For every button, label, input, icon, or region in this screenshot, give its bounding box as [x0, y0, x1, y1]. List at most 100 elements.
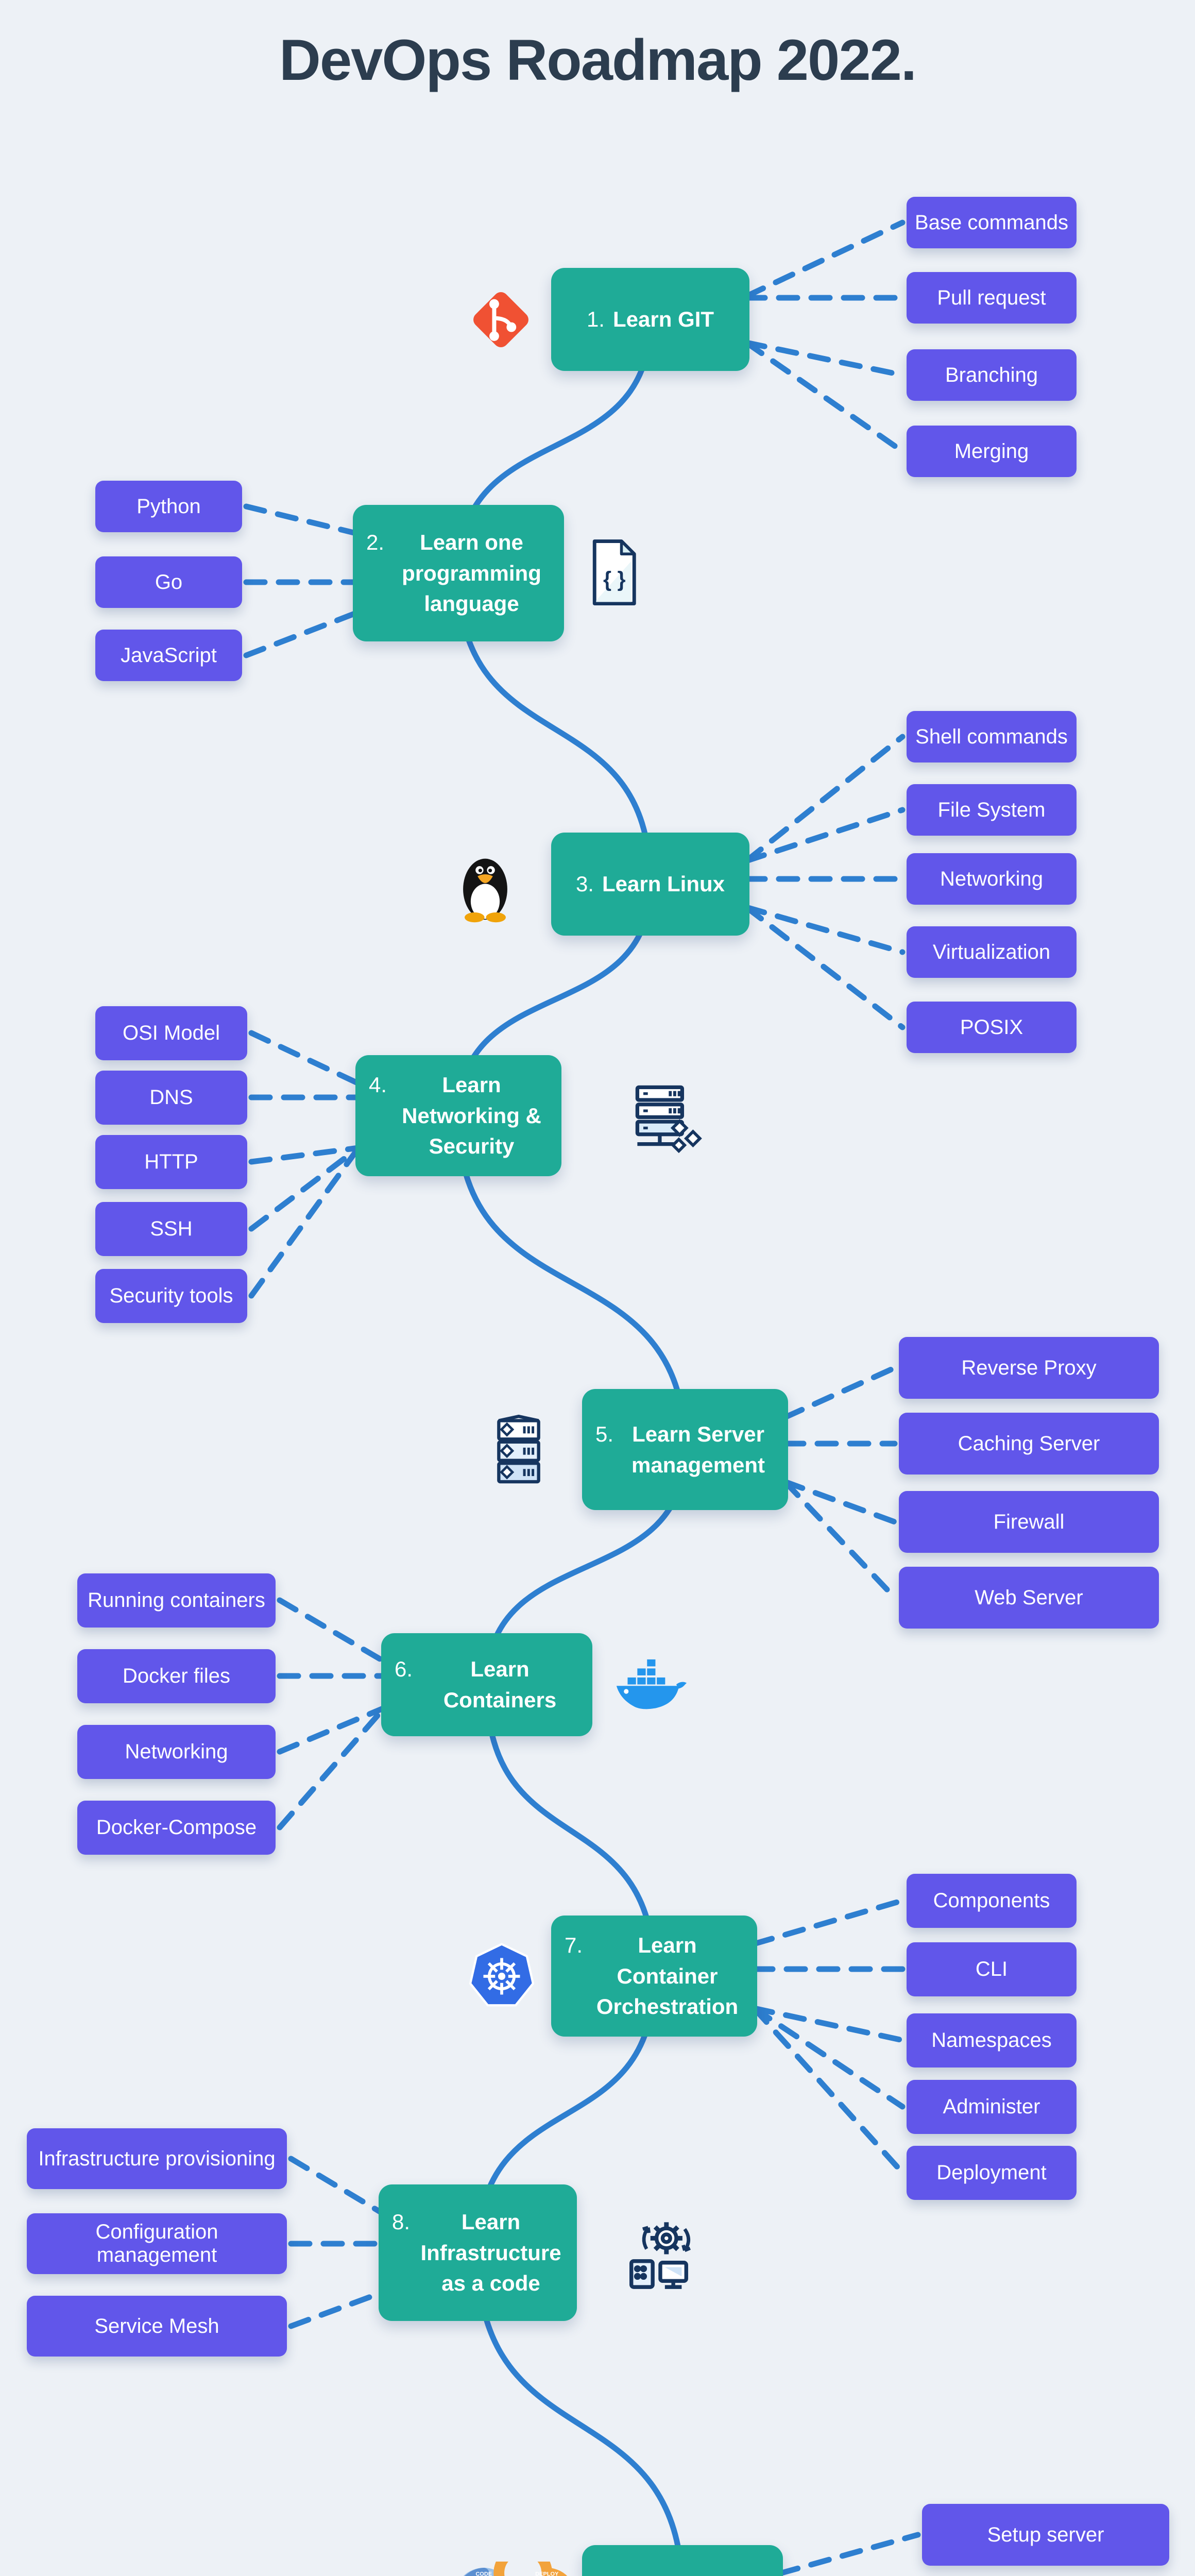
topic-connector [248, 1145, 362, 1299]
topic-connector [751, 2005, 906, 2110]
kubernetes-icon [465, 1940, 538, 2013]
roadmap-node-5: 5. Learn Server management [582, 1389, 788, 1510]
topic-card: Branching [907, 349, 1077, 401]
topic-card: Firewall [899, 1491, 1159, 1553]
topic-card: Running containers [77, 1573, 276, 1628]
network-server-icon [628, 1078, 703, 1153]
topic-connector [743, 904, 906, 955]
git-icon [464, 282, 538, 357]
page-title: DevOps Roadmap 2022. [279, 28, 917, 92]
topic-connector [277, 1705, 387, 1755]
topic-card: Base commands [907, 197, 1077, 248]
topic-card: Virtualization [907, 926, 1077, 978]
topic-connector [243, 503, 359, 536]
topic-connector [751, 1897, 906, 1947]
roadmap-node-6: 6. Learn Containers [381, 1633, 592, 1736]
roadmap-node-8: 8. Learn Infrastructure as a code [379, 2184, 577, 2321]
topic-connector [248, 1145, 362, 1232]
topic-card: Networking [77, 1724, 276, 1779]
roadmap-node-4: 4.Learn Networking & Security [355, 1055, 561, 1176]
topic-card: Web Server [899, 1567, 1159, 1629]
roadmap-node-2: 2. Learn one programming language [353, 505, 564, 641]
roadmap-node-label: 6. Learn Containers [381, 1654, 592, 1715]
topic-connector [782, 1479, 898, 1601]
roadmap-node-label: 2. Learn one programming language [353, 527, 564, 619]
node-title: Learn Linux [602, 872, 725, 896]
topic-card: Administer [907, 2079, 1077, 2134]
topic-card: Deployment [907, 2145, 1077, 2200]
node-title: Learn one programming language [402, 530, 541, 616]
topic-connector [743, 219, 906, 299]
topic-connector [248, 1030, 362, 1087]
node-number: 1. [586, 307, 605, 332]
linux-tux-icon [447, 844, 523, 925]
topic-card: Merging [907, 426, 1077, 477]
topic-card: Namespaces [907, 2013, 1077, 2067]
topic-card: Python [95, 481, 242, 532]
topic-card: Pull request [907, 272, 1077, 324]
roadmap-node-7: 7. Learn Container Orchestration [551, 1916, 757, 2037]
topic-connector [751, 2005, 906, 2043]
topic-card: POSIX [907, 1002, 1077, 1053]
svg-text:{ }: { } [603, 568, 626, 591]
svg-text:CODE: CODE [475, 2571, 492, 2576]
topic-card: CLI [907, 1942, 1077, 1996]
node-title: Learn Server management [631, 1421, 765, 1477]
topic-connector [743, 340, 906, 454]
roadmap-node-label: 3. Learn Linux [562, 869, 738, 900]
topic-connector [743, 904, 906, 1030]
node-number: 4. [369, 1073, 387, 1097]
roadmap-node-label: 8. Learn Infrastructure as a code [379, 2207, 577, 2299]
topic-card: Networking [907, 853, 1077, 905]
node-title: Learn Infrastructure as a code [420, 2210, 561, 2296]
topic-connector [277, 1597, 387, 1665]
roadmap-node-label: 7. Learn Container Orchestration [551, 1930, 757, 2022]
topic-card: Setup server [922, 2504, 1169, 2566]
roadmap-node-9: 9.Learn CI/CD [582, 2545, 783, 2576]
topic-card: Configuration management [27, 2213, 287, 2274]
topic-connector [777, 2532, 921, 2576]
topic-connector [743, 734, 906, 864]
topic-card: Reverse Proxy [899, 1337, 1159, 1399]
topic-connector [751, 2005, 906, 2176]
server-rack-icon [483, 1411, 554, 1489]
roadmap-node-label: 5. Learn Server management [582, 1419, 788, 1480]
node-number: 7. [565, 1933, 583, 1958]
node-number: 2. [366, 530, 385, 555]
node-title: Learn Container Orchestration [596, 1933, 739, 2019]
topic-card: Go [95, 556, 242, 608]
docker-icon [612, 1650, 689, 1719]
topic-card: Shell commands [907, 711, 1077, 762]
roadmap-node-label: 4.Learn Networking & Security [355, 1070, 561, 1162]
topic-connector [782, 1479, 898, 1525]
svg-text:DEPLOY: DEPLOY [535, 2571, 559, 2576]
node-number: 5. [595, 1421, 614, 1446]
roadmap-node-label: 1. Learn GIT [573, 304, 727, 335]
topic-connector [248, 1145, 362, 1165]
topic-connector [743, 340, 906, 378]
topic-card: DNS [95, 1070, 247, 1125]
topic-card: Security tools [95, 1268, 247, 1323]
topic-connector [288, 2156, 385, 2216]
topic-connector [277, 1705, 387, 1831]
topic-card: Infrastructure provisioning [27, 2128, 287, 2189]
topic-connector [288, 2290, 385, 2329]
node-number: 3. [575, 872, 594, 896]
code-file-icon: { } [585, 536, 641, 609]
roadmap-node-3: 3. Learn Linux [551, 833, 749, 936]
topic-card: File System [907, 784, 1077, 836]
topic-card: JavaScript [95, 630, 242, 681]
cicd-infinity-icon: CODEBUILDTEST RELEASE DEPLOYOPERATEMONIT… [452, 2562, 578, 2576]
topic-card: Components [907, 1873, 1077, 1928]
node-number: 8. [392, 2210, 411, 2234]
automation-gear-icon [621, 2215, 697, 2292]
node-title: Learn GIT [612, 307, 714, 332]
node-number: 6. [395, 1657, 413, 1682]
topic-card: OSI Model [95, 1006, 247, 1060]
node-title: Learn Containers [443, 1657, 557, 1712]
topic-card: Docker files [77, 1649, 276, 1703]
topic-card: Docker-Compose [77, 1800, 276, 1855]
topic-card: HTTP [95, 1134, 247, 1189]
